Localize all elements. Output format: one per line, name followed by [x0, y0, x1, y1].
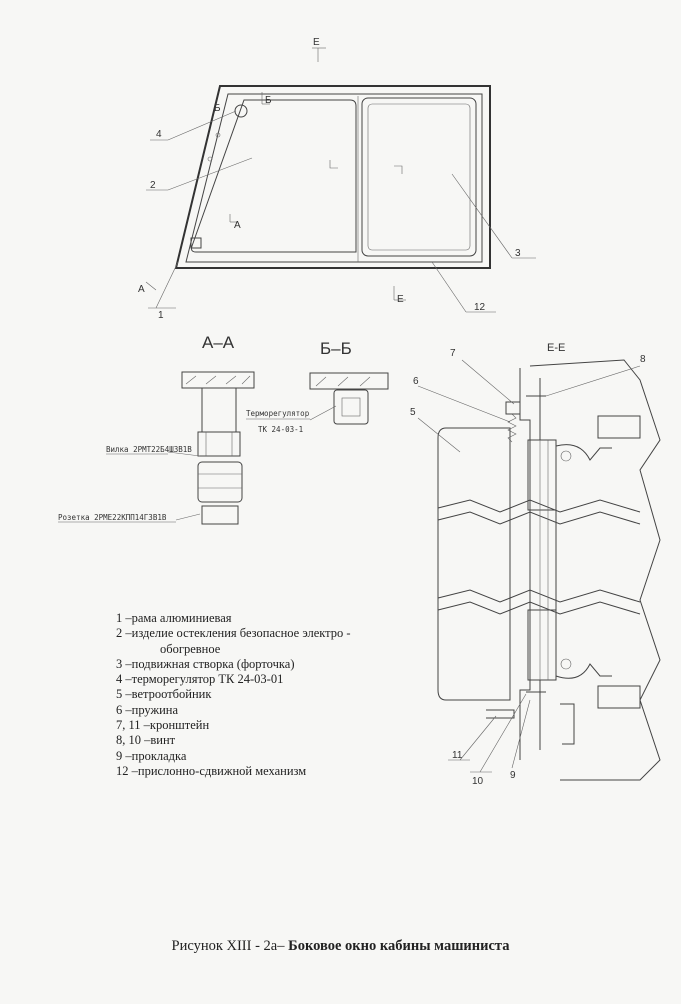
section-ee: Е-Е 7 8	[410, 342, 661, 787]
svg-text:Б: Б	[214, 103, 221, 114]
section-mark: Е	[313, 37, 320, 48]
connector-plug	[197, 431, 241, 457]
thermo-label: Терморегулятор	[246, 409, 310, 418]
legend-item: 5 –ветроотбойник	[116, 687, 212, 702]
legend-item: 3 –подвижная створка (форточка)	[116, 656, 295, 671]
callout-label: 7	[450, 348, 456, 359]
sash-lower	[527, 609, 557, 681]
movable-pane	[361, 97, 477, 257]
spring	[507, 413, 517, 443]
rivet	[215, 132, 221, 138]
plug-label: Вилка 2РМТ22Б4Ш3В1В	[106, 445, 192, 454]
rivet	[207, 156, 213, 162]
wind-deflector	[437, 427, 511, 701]
bracket-upper	[505, 401, 521, 415]
lower-block	[597, 685, 641, 709]
legend-item: 6 –пружина	[116, 702, 179, 717]
section-title: Е-Е	[547, 342, 565, 354]
callout-label: 3	[515, 248, 521, 259]
callout-label: 9	[510, 770, 516, 781]
thermoregulator-mark	[234, 104, 248, 118]
section-bb: Б–Б Терморегулятор ТК 24-03-1	[246, 339, 389, 434]
section-mark: Е	[397, 294, 404, 305]
section-title: А–А	[202, 333, 235, 352]
callout-label: 8	[640, 354, 646, 365]
caption-title: Боковое окно кабины машиниста	[288, 938, 510, 954]
callout-label: 2	[150, 180, 156, 191]
thermo-model: ТК 24-03-1	[258, 425, 303, 434]
glass-profile	[309, 372, 389, 390]
corner-bracket	[190, 237, 202, 249]
connector-socket	[197, 461, 243, 503]
connector-body	[201, 387, 237, 433]
legend-item: 12 –прислонно-сдвижной механизм	[116, 763, 307, 778]
section-mark: А	[138, 284, 145, 295]
socket-label: Розетка 2РМЕ22КПП14Г3В1В	[58, 513, 167, 522]
glass-profile	[181, 371, 255, 389]
legend-item: 8, 10 –винт	[116, 733, 176, 748]
upper-block	[597, 415, 641, 439]
callout-label: 6	[413, 376, 419, 387]
thermo-housing	[333, 389, 369, 425]
legend-item: 9 –прокладка	[116, 748, 187, 763]
bracket-lower	[486, 709, 515, 719]
side-window-view: Е Е А А Б Б 1 2 3 4 12	[138, 37, 536, 321]
callout-label: 11	[452, 750, 463, 761]
legend-item: 7, 11 –кронштейн	[116, 718, 210, 733]
callout-label: 5	[410, 407, 416, 418]
window-inner-frame	[185, 93, 483, 263]
connector-cap	[201, 505, 239, 525]
cabin-wall	[529, 359, 661, 781]
caption-prefix: Рисунок XIII - 2а–	[171, 938, 289, 954]
thermo-inner	[341, 397, 361, 417]
sash-upper	[527, 439, 557, 511]
section-title: Б–Б	[320, 339, 352, 358]
callout-label: 4	[156, 129, 162, 140]
callout-label: 1	[158, 310, 164, 321]
fixed-glass-panel	[191, 99, 357, 253]
section-mark: Б	[265, 95, 272, 106]
section-mark: А	[234, 220, 241, 231]
legend-item: 4 –терморегулятор ТК 24-03-01	[116, 672, 284, 687]
window-outer-frame	[174, 85, 491, 269]
legend-item-continuation: обогревное	[160, 641, 221, 656]
legend-item: 2 –изделие остекления безопасное электро…	[116, 626, 351, 641]
legend-item: 1 –рама алюминиевая	[116, 611, 232, 625]
figure-caption: Рисунок XIII - 2а– Боковое окно кабины м…	[0, 938, 681, 955]
movable-pane-inner	[367, 103, 471, 251]
callout-label: 10	[472, 776, 484, 787]
callout-label: 12	[474, 302, 486, 313]
section-aa: А–А Вилка 2РМТ22Б4Ш3В1В Розетка 2РМЕ22КП…	[58, 333, 255, 525]
